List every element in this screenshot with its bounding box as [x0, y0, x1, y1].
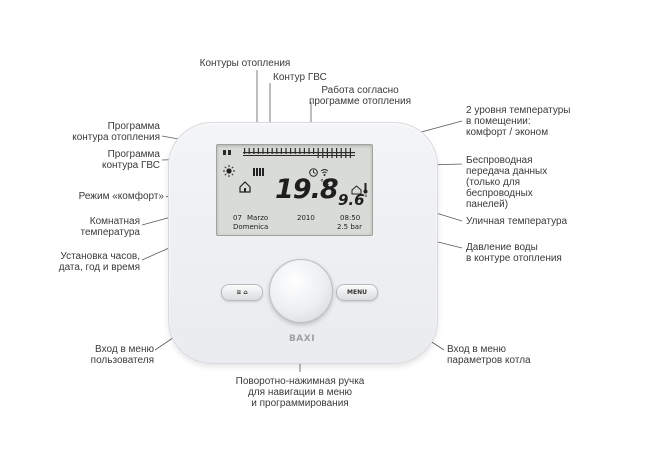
date-year: 2010	[297, 214, 315, 222]
program-bar-tick	[326, 148, 328, 158]
program-bar-tick	[322, 148, 324, 158]
program-bar-tick	[285, 148, 287, 154]
clock-icon	[309, 168, 318, 177]
program-bar-tick	[317, 148, 319, 158]
program-bar-tick	[244, 148, 246, 154]
label-outdoor-temp: Уличная температура	[466, 216, 568, 227]
program-bar-tick	[248, 148, 250, 154]
wireless-icon	[320, 169, 329, 176]
home-icon	[239, 181, 251, 193]
label-dhw-program: Программа контура ГВС	[101, 149, 160, 171]
brand-logo: BAXI	[288, 334, 316, 344]
program-bar-tick	[313, 148, 315, 154]
menu-button[interactable]: MENU	[336, 284, 378, 301]
clock-time: 08:50	[340, 214, 361, 222]
radiator-icon	[253, 168, 264, 176]
label-boiler-menu: Вход в меню параметров котла	[447, 344, 531, 366]
program-bar-tick	[280, 148, 282, 154]
program-bar-tick	[294, 148, 296, 154]
label-program-operation: Работа согласно программе отопления	[308, 85, 412, 107]
label-two-levels: 2 уровня температуры в помещении: комфор…	[466, 105, 571, 138]
label-water-pressure: Давление воды в контуре отопления	[466, 242, 562, 264]
label-rotary-knob: Поворотно-нажимная ручка для навигации в…	[235, 376, 365, 409]
program-bar-tick	[308, 148, 310, 154]
program-bar-tick	[271, 148, 273, 154]
program-bar	[223, 148, 355, 158]
water-pressure-value: 2.5 bar	[337, 223, 362, 231]
label-user-menu: Вход в меню пользователя	[90, 344, 154, 366]
label-clock-setting: Установка часов, дата, год и время	[58, 251, 140, 273]
label-dhw-circuit: Контур ГВС	[273, 72, 327, 83]
rotary-knob[interactable]	[269, 259, 333, 323]
program-bar-tick	[299, 148, 301, 154]
sun-icon	[223, 165, 235, 177]
outdoor-house-icon	[351, 185, 362, 195]
label-heating-program: Программа контура отопления	[72, 121, 160, 143]
program-bar-tick	[303, 148, 305, 154]
program-bar-tick	[349, 148, 351, 158]
program-bar-tick	[257, 148, 259, 154]
label-room-temp: Комнатная температура	[80, 216, 141, 238]
date-day: 07	[233, 214, 242, 222]
program-bar-tick	[267, 148, 269, 154]
date-month: Marzo	[247, 214, 269, 222]
label-heating-circuits: Контуры отопления	[199, 58, 291, 69]
outdoor-temperature-unit: °	[364, 194, 368, 202]
program-bar-tick	[331, 148, 333, 158]
program-bar-tick	[345, 148, 347, 158]
program-bar-tick	[290, 148, 292, 154]
temperature-unit: °C	[320, 178, 330, 187]
lcd-screen: 19.8 °C 9.6 ° 07 Marzo 2010 08:50 Domeni…	[216, 144, 373, 236]
thermometer-icon	[363, 183, 368, 194]
label-comfort-mode: Режим «комфорт»	[78, 191, 164, 202]
program-bar-tick	[340, 148, 342, 158]
program-bar-tick	[336, 148, 338, 158]
user-menu-button[interactable]: ≡ ⌂	[221, 284, 263, 301]
program-bar-tick	[262, 148, 264, 154]
program-bar-tick	[276, 148, 278, 154]
date-weekday: Domenica	[233, 223, 269, 231]
outdoor-temperature-value: 9.6	[338, 191, 365, 209]
program-bar-tick	[253, 148, 255, 154]
room-temperature-value: 19.8	[275, 174, 339, 205]
label-wireless: Беспроводная передача данных (только для…	[466, 155, 548, 210]
